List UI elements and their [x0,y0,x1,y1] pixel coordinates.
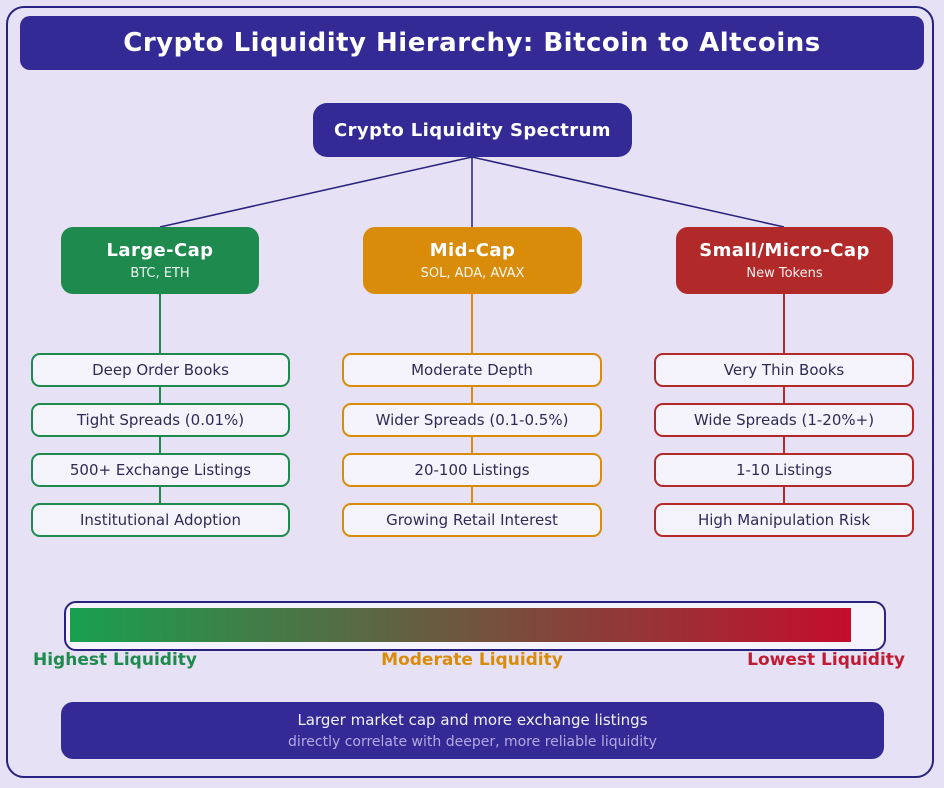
root-node-crypto-liquidity-spectrum: Crypto Liquidity Spectrum [313,103,632,157]
category-small-micro-cap-title: Small/Micro-Cap [699,240,870,261]
category-large-cap: Large-Cap BTC, ETH [61,227,259,294]
mid-cap-item-wider-spreads: Wider Spreads (0.1-0.5%) [342,403,602,437]
legend-labels: Highest Liquidity Moderate Liquidity Low… [0,650,944,672]
small-cap-item-very-thin-books: Very Thin Books [654,353,914,387]
small-cap-item-wide-spreads: Wide Spreads (1-20%+) [654,403,914,437]
mid-cap-item-listings: 20-100 Listings [342,453,602,487]
category-small-micro-cap-subtitle: New Tokens [746,266,823,281]
category-small-micro-cap: Small/Micro-Cap New Tokens [676,227,893,294]
small-cap-item-listings: 1-10 Listings [654,453,914,487]
legend-label-lowest-liquidity: Lowest Liquidity [747,650,905,670]
mid-cap-item-moderate-depth: Moderate Depth [342,353,602,387]
root-node-label: Crypto Liquidity Spectrum [334,119,611,141]
page-title: Crypto Liquidity Hierarchy: Bitcoin to A… [20,16,924,70]
category-large-cap-subtitle: BTC, ETH [130,266,190,281]
category-mid-cap-title: Mid-Cap [429,240,516,261]
footer-note: Larger market cap and more exchange list… [61,702,884,759]
small-cap-item-manipulation-risk: High Manipulation Risk [654,503,914,537]
connector-root-to-large-cap [159,156,473,228]
mid-cap-item-retail-interest: Growing Retail Interest [342,503,602,537]
category-mid-cap-subtitle: SOL, ADA, AVAX [420,266,525,281]
liquidity-gradient-bar [70,608,851,642]
large-cap-item-tight-spreads: Tight Spreads (0.01%) [31,403,290,437]
legend-label-highest-liquidity: Highest Liquidity [33,650,197,670]
large-cap-item-institutional-adoption: Institutional Adoption [31,503,290,537]
legend-label-moderate-liquidity: Moderate Liquidity [381,650,563,670]
footer-note-line1: Larger market cap and more exchange list… [297,711,648,729]
large-cap-item-exchange-listings: 500+ Exchange Listings [31,453,290,487]
connector-root-to-small-cap [471,156,785,228]
category-large-cap-title: Large-Cap [106,240,214,261]
footer-note-line2: directly correlate with deeper, more rel… [288,734,657,750]
large-cap-item-deep-order-books: Deep Order Books [31,353,290,387]
category-mid-cap: Mid-Cap SOL, ADA, AVAX [363,227,582,294]
page-title-text: Crypto Liquidity Hierarchy: Bitcoin to A… [123,28,821,58]
